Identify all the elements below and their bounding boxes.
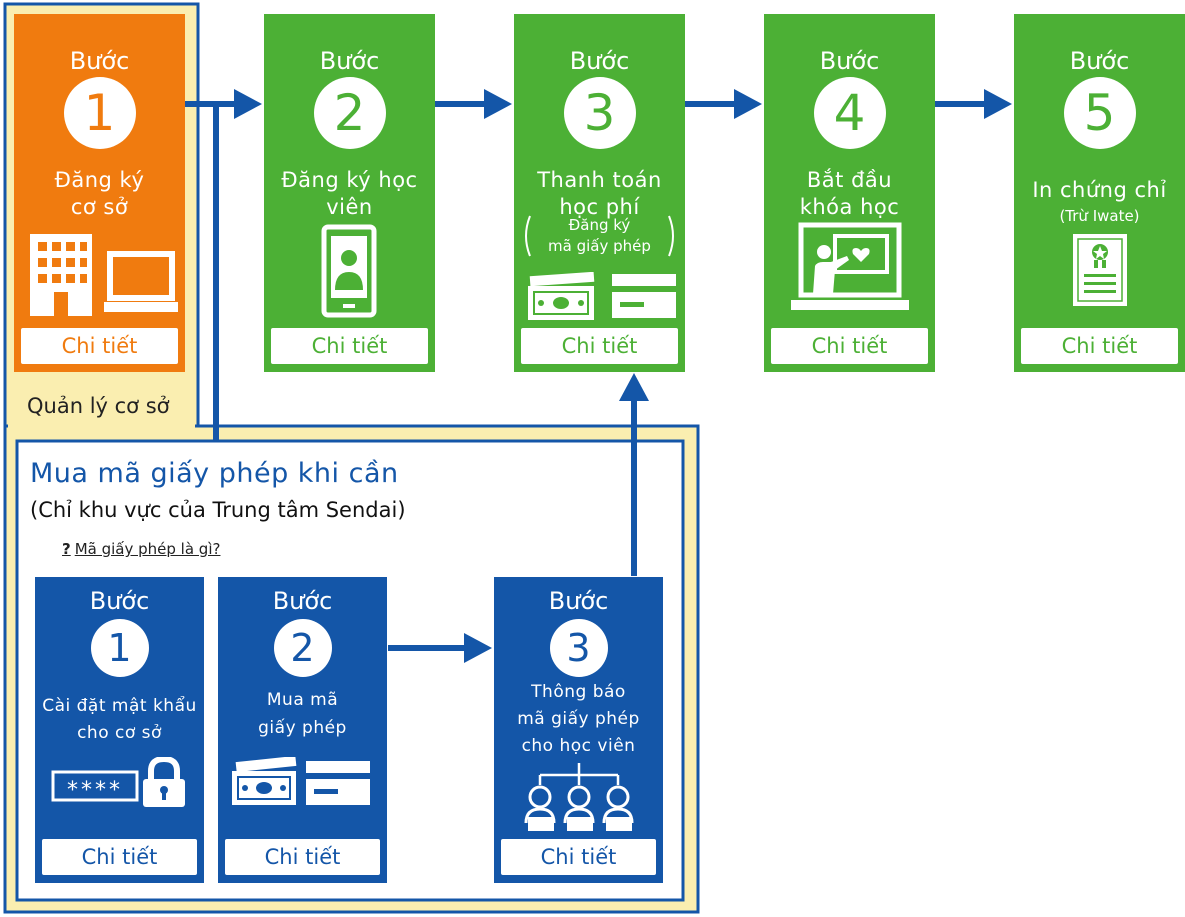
detail-button[interactable]: Chi tiết	[771, 328, 928, 364]
step-word: Bước	[272, 587, 333, 615]
license-step-card-3: Bước 3 Thông báo mã giấy phép cho học vi…	[494, 577, 663, 883]
detail-button[interactable]: Chi tiết	[225, 839, 380, 875]
step-title-line: Bắt đầu	[806, 168, 893, 192]
license-up-arrow	[619, 373, 649, 576]
step-card-1: Bước 1 Đăng ký cơ sở Chi tiết	[14, 14, 185, 372]
step-title-line: Đăng ký học	[281, 168, 418, 192]
online-lesson-icon	[791, 222, 909, 310]
license-title: Mua mã giấy phép khi cần	[30, 458, 399, 489]
step-word: Bước	[569, 47, 630, 75]
step-sub-line: Đăng ký	[568, 216, 631, 234]
step-word: Bước	[69, 47, 130, 75]
license-arrow	[388, 633, 492, 663]
step-title-line: Thanh toán	[537, 168, 662, 192]
step-title-line: viên	[326, 195, 373, 219]
step-number: 1	[63, 77, 136, 149]
step-sub-line: mã giấy phép	[548, 237, 651, 255]
step-word: Bước	[89, 587, 150, 615]
step-word: Bước	[1069, 47, 1130, 75]
license-step-card-1: Bước 1 Cài đặt mật khẩu cho cơ sở **** C…	[35, 577, 204, 883]
step-title-line: Cài đặt mật khẩu	[42, 696, 197, 716]
step-title-line: giấy phép	[258, 718, 347, 738]
step-title-line: khóa học	[799, 195, 900, 219]
step-title-line: học phí	[559, 195, 640, 219]
step-title-line: Thông báo	[531, 682, 626, 702]
cash-card-icon	[528, 272, 676, 320]
students-icon	[524, 763, 634, 831]
license-note: (Chỉ khu vực của Trung tâm Sendai)	[30, 498, 406, 522]
detail-button[interactable]: Chi tiết	[501, 839, 656, 875]
license-help-text: Mã giấy phép là gì?	[74, 540, 221, 558]
license-step-card-2: Bước 2 Mua mã giấy phép Chi tiết	[218, 577, 387, 883]
detail-button[interactable]: Chi tiết	[21, 328, 178, 364]
step-title-line: In chứng chỉ	[1032, 178, 1167, 202]
top-arrows	[184, 89, 1012, 119]
step-title-line: Đăng ký	[54, 168, 145, 192]
detail-button[interactable]: Chi tiết	[271, 328, 428, 364]
step-title-line: cho học viên	[521, 736, 636, 756]
step-title-line: cơ sở	[70, 195, 129, 219]
step-number: 2	[273, 619, 332, 677]
certificate-icon	[1073, 234, 1127, 306]
step-card-3: Bước 3 Thanh toán học phí Đăng ký mã giấ…	[514, 14, 685, 372]
step-card-2: Bước 2 Đăng ký học viên Chi tiết	[264, 14, 435, 372]
step-sub-line: (Trừ Iwate)	[1059, 207, 1140, 225]
step-number: 5	[1063, 77, 1136, 149]
step-number: 4	[813, 77, 886, 149]
cash-card-icon	[232, 757, 370, 805]
step-card-4: Bước 4 Bắt đầu khóa học Chi tiết	[764, 14, 935, 372]
step-number: 1	[90, 619, 149, 677]
step-title-line: cho cơ sở	[77, 723, 162, 743]
step-word: Bước	[548, 587, 609, 615]
frame-join	[8, 422, 195, 430]
step-number: 3	[549, 619, 608, 677]
facility-label: Quản lý cơ sở	[27, 394, 170, 418]
step-title-line: mã giấy phép	[517, 709, 640, 729]
detail-button[interactable]: Chi tiết	[1021, 328, 1178, 364]
detail-button[interactable]: Chi tiết	[42, 839, 197, 875]
password-mask: ****	[67, 778, 123, 803]
step-card-5: Bước 5 In chứng chỉ (Trừ Iwate) Chi tiết	[1014, 14, 1185, 372]
step-number: 2	[313, 77, 386, 149]
step-word: Bước	[819, 47, 880, 75]
password-lock-icon: ****	[51, 757, 185, 807]
step-word: Bước	[319, 47, 380, 75]
smartphone-user-icon	[321, 224, 377, 318]
detail-button[interactable]: Chi tiết	[521, 328, 678, 364]
sub-brackets	[525, 215, 674, 257]
step-number: 3	[563, 77, 636, 149]
building-laptop-icon	[30, 234, 178, 316]
question-icon: ?	[62, 540, 71, 558]
step-title-line: Mua mã	[266, 690, 339, 710]
license-help-link[interactable]: ?Mã giấy phép là gì?	[62, 540, 220, 558]
